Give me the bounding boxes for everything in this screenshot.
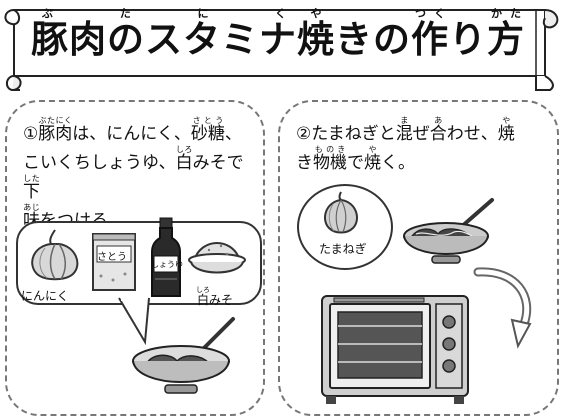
step1-reading-aji: あじ: [23, 203, 40, 212]
step1-text-4: みそで: [192, 153, 244, 173]
title-tsuku-reading: つく: [411, 7, 449, 20]
garlic-icon: [31, 229, 79, 281]
step1-text-1: は、にんにく、: [72, 124, 191, 144]
miso-label-rest: みそ: [209, 293, 234, 307]
sugar-pack-label: さとう: [97, 252, 127, 263]
step2-kanji-monoki: 物機: [313, 153, 347, 173]
onion-label: たまねぎ: [319, 242, 367, 256]
title-kanji-tsuku: 作: [411, 18, 449, 61]
step1-number: ①: [23, 124, 39, 144]
step2-text-3: わせ、: [446, 124, 498, 144]
step2-reading-ma: ま: [395, 116, 413, 125]
step2-kanji-ya2: 焼: [364, 153, 381, 173]
step1-reading-shiro: しろ: [175, 145, 193, 154]
step2-text-4: き: [296, 153, 313, 173]
title-kata-reading: かた: [487, 7, 525, 20]
soy-sauce-label: しょうゆ: [151, 260, 183, 269]
step2-text-6: く。: [381, 153, 415, 173]
step2-reading-monoki: ものき: [313, 145, 347, 154]
step2-reading-ya2: や: [364, 145, 381, 154]
step2-text-1: たまねぎと: [311, 124, 396, 144]
step1-panel: ①豚肉ぶたにくは、にんにく、砂糖さとう、 こいくちしょうゆ、白しろみそで下した …: [5, 100, 265, 416]
step1-kanji-shita: 下: [23, 182, 40, 202]
step2-kanji-ya: 焼: [497, 124, 515, 144]
miso-label-kanji: 白: [196, 293, 210, 307]
step1-text-2: 、: [224, 124, 242, 144]
garlic-label: にんにく: [21, 289, 69, 303]
toaster-oven-icon: [321, 295, 469, 404]
step2-text-2: ぜ: [412, 124, 430, 144]
title-part3: り: [449, 18, 487, 61]
step1-reading-shita: した: [23, 174, 40, 183]
step2-text-5: で: [347, 153, 364, 173]
onion-icon: [324, 191, 358, 234]
mixing-bowl-with-pork-icon: [132, 317, 235, 394]
sugar-pack-icon: [92, 233, 136, 291]
title-yaki-reading: や: [297, 7, 335, 20]
white-miso-bowl-icon: [188, 242, 246, 274]
step1-kanji-shiro: 白: [175, 153, 193, 173]
step1-text: ①豚肉ぶたにくは、にんにく、砂糖さとう、 こいくちしょうゆ、白しろみそで下した …: [23, 116, 259, 236]
step2-reading-ya: や: [497, 116, 515, 125]
step1-kanji-butaniku: 豚肉: [38, 124, 73, 144]
curved-arrow-icon: [473, 267, 532, 349]
step2-number: ②: [296, 124, 312, 144]
step1-text-3: こいくちしょうゆ、: [23, 153, 176, 173]
step2-reading-a: あ: [429, 116, 447, 125]
soy-sauce-bottle-icon: [151, 217, 181, 297]
step1-kanji-satou: 砂糖: [190, 124, 225, 144]
page-title: 豚肉のスタミナぶたにく焼やきの作つくり方かた: [28, 7, 528, 58]
title-kanji-yaki: 焼: [297, 18, 335, 61]
step2-text: ②たまねぎと混まぜ合あわせ、焼や き物機ものきで焼やく。: [296, 116, 551, 178]
title-part2: きの: [335, 18, 411, 61]
title-kanji-kata: 方: [487, 18, 525, 61]
title-scroll-banner: [4, 9, 559, 91]
callout-tail: [118, 297, 150, 346]
white-miso-label: 白しろみそ: [196, 286, 233, 308]
step2-panel: ②たまねぎと混まぜ合あわせ、焼や き物機ものきで焼やく。 たまねぎ: [278, 100, 559, 416]
step2-kanji-ma: 混: [395, 124, 413, 144]
mixed-bowl-icon: [403, 198, 494, 264]
miso-label-reading: しろ: [196, 286, 210, 294]
step2-kanji-a: 合: [429, 124, 447, 144]
step1-reading-butaniku: ぶたにく: [38, 116, 73, 125]
title-buta-reading: ぶたにく: [31, 7, 297, 20]
title-part1: 豚肉のスタミナ: [31, 18, 297, 61]
step1-reading-satou: さとう: [190, 116, 225, 125]
